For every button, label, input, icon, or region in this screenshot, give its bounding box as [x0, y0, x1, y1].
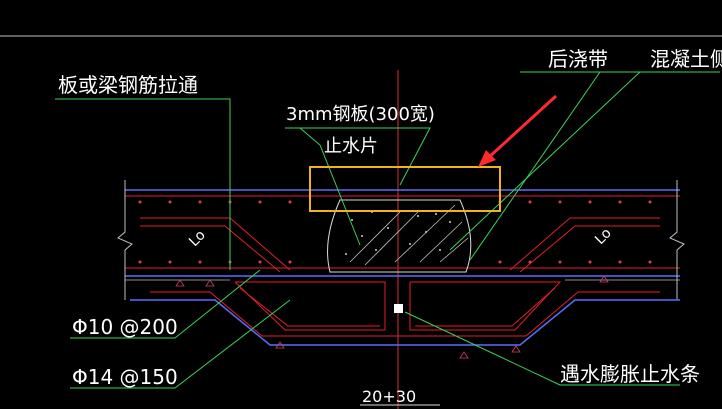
label-waterstop: 止水片	[324, 136, 378, 157]
right-break-mark	[669, 180, 685, 300]
lo-bar-right-2	[519, 225, 660, 273]
label-slab-beam-rebar: 板或梁钢筋拉通	[58, 73, 198, 97]
label-post-cast-strip: 后浇带	[548, 47, 608, 71]
label-lo-left: Lo	[186, 227, 209, 250]
red-arrow-icon	[478, 94, 558, 167]
pit-rebar-inner-left	[234, 281, 386, 331]
pit-outer-line	[130, 299, 680, 346]
rebar-dots	[138, 200, 652, 264]
pit-rebar-outer	[150, 291, 660, 337]
label-steel-plate: 3mm钢板(300宽)	[286, 104, 435, 125]
pit-rebar-inner-left2	[239, 287, 380, 327]
left-break-mark	[117, 180, 133, 300]
label-rebar-a: Φ10 @200	[72, 315, 178, 339]
label-concrete-side: 混凝土侧面	[650, 47, 722, 71]
pit-rebar-inner-right	[409, 281, 562, 331]
lo-bar-right	[509, 217, 660, 271]
label-lo-right: Lo	[592, 225, 615, 248]
label-rebar-b: Φ14 @150	[72, 365, 178, 389]
label-dimension: 20+30	[362, 387, 416, 406]
lo-bar-left-2	[140, 225, 281, 273]
waterstop-square	[394, 304, 403, 313]
label-swell-strip: 遇水膨胀止水条	[560, 362, 700, 386]
concrete-triangles	[175, 275, 609, 359]
post-cast-strip-body	[327, 199, 472, 273]
pit-rebar-inner-right2	[415, 287, 556, 327]
strip-hatching	[349, 204, 469, 266]
strip-aggregate-dots	[345, 211, 451, 255]
highlight-box	[309, 166, 501, 212]
